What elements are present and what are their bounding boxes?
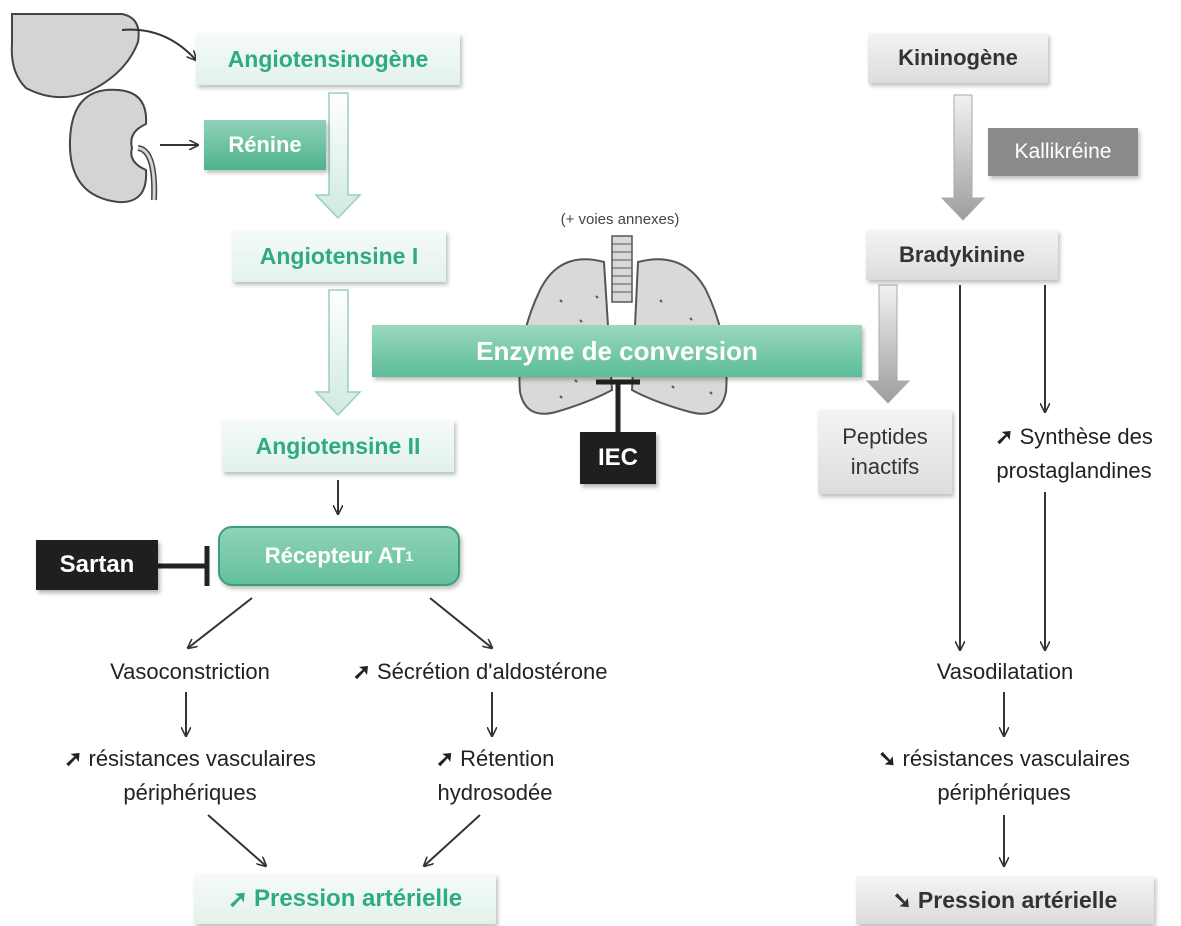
inactive-peptides-box: Peptides inactifs bbox=[818, 410, 952, 494]
left-resistance-line1: résistances vasculaires bbox=[88, 746, 316, 771]
left-resistance-line2: périphériques bbox=[123, 780, 257, 805]
receptor-subscript: 1 bbox=[405, 548, 414, 564]
sartan-box: Sartan bbox=[36, 540, 158, 590]
increase-arrow-icon: ➚ bbox=[352, 659, 371, 684]
conversion-enzyme-bar: Enzyme de conversion bbox=[372, 325, 862, 377]
left-pressure-label: Pression artérielle bbox=[253, 885, 463, 912]
retention-line1: Rétention bbox=[460, 746, 555, 771]
renin-box: Rénine bbox=[204, 120, 326, 170]
increase-arrow-icon: ➚ bbox=[435, 746, 455, 771]
prostaglandin-synthesis-text: ➚Synthèse des prostaglandines bbox=[968, 420, 1180, 488]
iec-box: IEC bbox=[580, 432, 656, 484]
sartan-label: Sartan bbox=[59, 551, 135, 578]
angiotensin-2-label: Angiotensine II bbox=[255, 432, 421, 459]
synthesis-line1: Synthèse des bbox=[1019, 424, 1153, 449]
retention-text: ➚Rétention hydrosodée bbox=[405, 742, 585, 810]
liver-icon bbox=[10, 13, 140, 99]
right-resistance-line1: résistances vasculaires bbox=[902, 746, 1130, 771]
retention-line2: hydrosodée bbox=[437, 780, 553, 805]
increase-arrow-icon: ➚ bbox=[995, 424, 1014, 449]
inactive-peptides-line2: inactifs bbox=[850, 454, 920, 479]
bradykinin-box: Bradykinine bbox=[866, 230, 1058, 280]
conversion-enzyme-label: Enzyme de conversion bbox=[476, 335, 758, 366]
increase-arrow-icon: ➚ bbox=[64, 746, 83, 771]
kininogen-box: Kininogène bbox=[868, 33, 1048, 83]
iec-label: IEC bbox=[597, 444, 638, 471]
aldosterone-text: ➚Sécrétion d'aldostérone bbox=[310, 655, 650, 689]
increase-arrow-icon: ➚ bbox=[227, 885, 248, 913]
decrease-arrow-icon: ➘ bbox=[892, 886, 912, 913]
kininogen-label: Kininogène bbox=[898, 45, 1018, 70]
kidney-icon bbox=[68, 88, 148, 204]
angiotensin-1-label: Angiotensine I bbox=[259, 242, 419, 269]
kallikrein-label: Kallikréine bbox=[1014, 140, 1112, 163]
receptor-label: Récepteur AT bbox=[264, 543, 406, 568]
right-resistance-line2: périphériques bbox=[937, 780, 1071, 805]
left-pressure-box: ➚Pression artérielle bbox=[194, 874, 496, 924]
synthesis-line2: prostaglandines bbox=[996, 458, 1152, 483]
kallikrein-box: Kallikréine bbox=[988, 128, 1138, 176]
vasoconstriction-text: Vasoconstriction bbox=[110, 659, 270, 684]
angiotensin-1-box: Angiotensine I bbox=[232, 230, 446, 282]
angiotensinogen-box: Angiotensinogène bbox=[196, 33, 460, 85]
other-pathways-note: (+ voies annexes) bbox=[560, 211, 680, 228]
left-resistance-text: ➚résistances vasculaires périphériques bbox=[20, 742, 360, 810]
right-pressure-label: Pression artérielle bbox=[917, 886, 1118, 913]
angiotensin-2-box: Angiotensine II bbox=[222, 420, 454, 472]
inactive-peptides-line1: Peptides bbox=[842, 424, 928, 449]
angiotensinogen-label: Angiotensinogène bbox=[227, 45, 429, 72]
decrease-arrow-icon: ➘ bbox=[878, 746, 897, 771]
renin-label: Rénine bbox=[228, 132, 302, 157]
right-pressure-box: ➘Pression artérielle bbox=[856, 876, 1154, 924]
vasodilatation-text: Vasodilatation bbox=[936, 659, 1074, 684]
bradykinin-label: Bradykinine bbox=[899, 242, 1025, 267]
right-resistance-text: ➘résistances vasculaires périphériques bbox=[832, 742, 1176, 810]
aldosterone-label: Sécrétion d'aldostérone bbox=[376, 659, 608, 684]
